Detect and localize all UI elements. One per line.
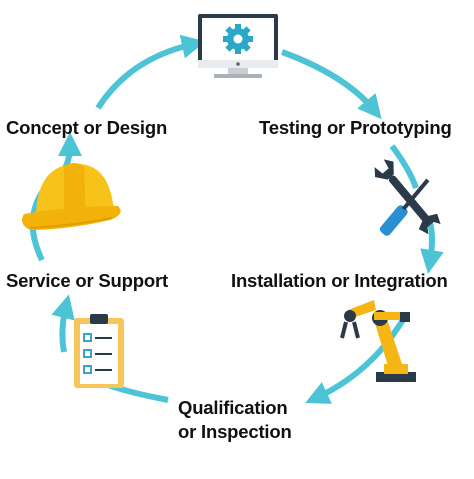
stage-label-testing: Testing or Prototyping — [259, 117, 452, 138]
gear-icon — [223, 24, 253, 54]
wrench-screwdriver-icon — [374, 159, 441, 236]
arrow-testing-to-installation — [389, 144, 419, 189]
stage-label-qualification-line2: or Inspection — [178, 421, 292, 442]
cycle-arrows — [29, 34, 444, 404]
arrow-monitor-to-testing — [280, 49, 382, 120]
stage-label-qualification: Qualification or Inspection — [178, 396, 292, 444]
clipboard-checklist-icon — [74, 314, 124, 388]
robot-arm-icon — [340, 300, 416, 382]
computer-monitor-gear-icon — [198, 14, 278, 78]
stage-label-concept: Concept or Design — [6, 117, 168, 138]
arrow-tools-to-installation — [420, 221, 444, 274]
arrow-installation-to-qualification — [305, 316, 407, 404]
stage-label-service: Service or Support — [6, 270, 168, 291]
stage-label-installation: Installation or Integration — [231, 270, 448, 291]
hard-hat-icon — [22, 163, 121, 230]
arrow-concept-to-monitor — [95, 34, 206, 110]
stage-label-qualification-line1: Qualification — [178, 397, 288, 418]
